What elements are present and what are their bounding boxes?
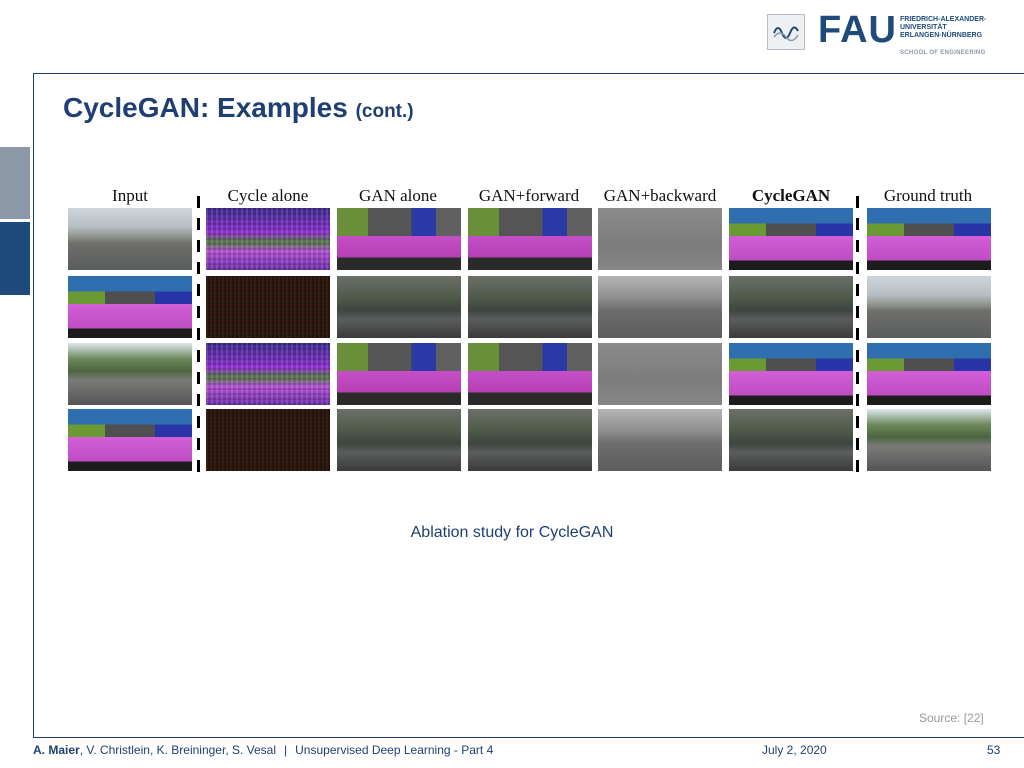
image-gan-alone-row-2	[337, 276, 461, 338]
image-gan-alone-row-3	[337, 343, 461, 405]
image-cyclegan-row-3	[729, 343, 853, 405]
column-label-gan-alone: GAN alone	[359, 186, 437, 205]
image-input-row-2	[68, 276, 192, 338]
image-ground-truth-row-3	[867, 343, 991, 405]
slide-title-main: CycleGAN: Examples	[63, 92, 348, 123]
image-ground-truth-row-4	[867, 409, 991, 471]
dashed-separator-right	[856, 196, 859, 482]
frame-top-line	[33, 73, 1024, 74]
slide-title: CycleGAN: Examples (cont.)	[63, 92, 414, 124]
column-label-input: Input	[112, 186, 148, 205]
slide-title-suffix: (cont.)	[355, 101, 414, 122]
image-input-row-1	[68, 208, 192, 270]
footer-page-number: 53	[987, 743, 1001, 757]
figure-caption: Ablation study for CycleGAN	[410, 524, 614, 541]
image-cycle-alone-row-1	[206, 208, 330, 270]
image-gan-backward-row-3	[598, 343, 722, 405]
image-gan-backward-row-2	[598, 276, 722, 338]
image-cycle-alone-row-3	[206, 343, 330, 405]
footer-date: July 2, 2020	[762, 743, 827, 757]
footer-course: Unsupervised Deep Learning - Part 4	[295, 743, 494, 757]
fau-line-1: FRIEDRICH-ALEXANDER-	[900, 16, 987, 23]
fau-line-2: UNIVERSITÄT	[900, 24, 947, 31]
image-gan-backward-row-1	[598, 208, 722, 270]
image-cyclegan-row-1	[729, 208, 853, 270]
fau-line-3: ERLANGEN-NÜRNBERG	[900, 32, 983, 39]
image-input-row-3	[68, 343, 192, 405]
image-ground-truth-row-1	[867, 208, 991, 270]
image-cyclegan-row-2	[729, 276, 853, 338]
dashed-separator-left	[197, 196, 200, 482]
image-gan-forward-row-4	[468, 409, 592, 471]
footer-separator: |	[284, 743, 288, 757]
column-label-cycle-alone: Cycle alone	[227, 186, 309, 205]
side-tab-light	[0, 147, 30, 219]
image-gan-forward-row-2	[468, 276, 592, 338]
side-tab-dark	[0, 222, 30, 295]
image-cycle-alone-row-2	[206, 276, 330, 338]
fau-school-text: SCHOOL OF ENGINEERING	[900, 50, 986, 56]
footer-author-main: A. Maier	[33, 743, 80, 757]
wave-logo-icon	[773, 26, 799, 42]
column-label-cyclegan: CycleGAN	[751, 186, 831, 205]
column-label-gan-forward: GAN+forward	[478, 186, 580, 205]
image-gan-forward-row-1	[468, 208, 592, 270]
frame-left-line	[33, 73, 34, 737]
frame-bottom-line	[33, 737, 1024, 738]
image-gan-backward-row-4	[598, 409, 722, 471]
image-gan-forward-row-3	[468, 343, 592, 405]
fau-logo-text: FRIEDRICH-ALEXANDER- UNIVERSITÄT ERLANGE…	[900, 16, 986, 40]
image-cycle-alone-row-4	[206, 409, 330, 471]
column-label-gan-backward: GAN+backward	[603, 186, 717, 205]
faculty-logo	[767, 14, 805, 50]
footer-authors: A. Maier, V. Christlein, K. Breininger, …	[33, 743, 493, 757]
image-ground-truth-row-2	[867, 276, 991, 338]
footer-authors-rest: , V. Christlein, K. Breininger, S. Vesal	[79, 743, 277, 757]
source-citation: Source: [22]	[919, 711, 984, 725]
image-gan-alone-row-4	[337, 409, 461, 471]
image-input-row-4	[68, 409, 192, 471]
image-gan-alone-row-1	[337, 208, 461, 270]
fau-logo-letters: FAU	[818, 9, 897, 51]
image-cyclegan-row-4	[729, 409, 853, 471]
column-label-ground-truth: Ground truth	[883, 186, 973, 205]
